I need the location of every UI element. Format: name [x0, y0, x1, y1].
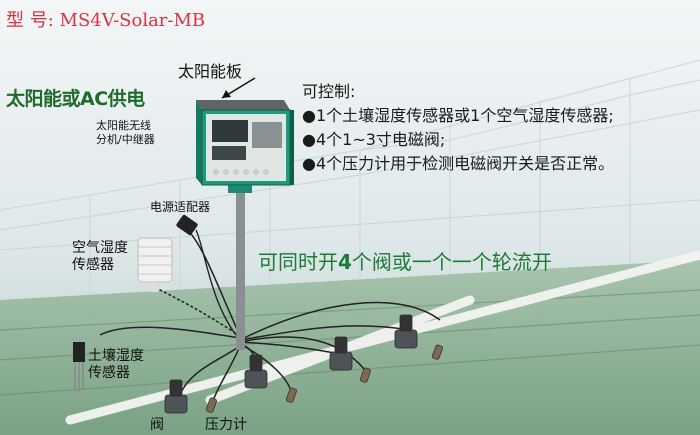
wireless-node-label-line2: 分机/中继器 — [96, 133, 155, 146]
mode-prefix: 可同时开 — [258, 250, 338, 274]
control-item: ●4个压力计用于检测电磁阀开关是否正常。 — [302, 152, 614, 176]
soil-sensor-label-line1: 土壤湿度 — [88, 348, 144, 364]
mode-suffix: 个阀或一个一个轮流开 — [351, 250, 552, 274]
valve-mode-text: 可同时开4个阀或一个一个轮流开 — [258, 246, 552, 275]
valve-label: 阀 — [150, 417, 164, 433]
bullet-icon: ● — [302, 106, 316, 125]
soil-sensor-label: 土壤湿度 传感器 — [88, 348, 144, 382]
power-source-title: 太阳能或AC供电 — [6, 88, 145, 110]
control-item-text: 1个土壤湿度传感器或1个空气湿度传感器; — [315, 106, 614, 125]
model-title: 型 号: MS4V-Solar-MB — [6, 10, 206, 31]
control-item: ●1个土壤湿度传感器或1个空气湿度传感器; — [302, 104, 614, 128]
power-adapter-label: 电源适配器 — [150, 200, 211, 214]
soil-sensor-label-line2: 传感器 — [88, 365, 130, 381]
bullet-icon: ● — [302, 130, 316, 149]
control-item-text: 4个压力计用于检测电磁阀开关是否正常。 — [315, 154, 615, 173]
air-sensor-label-line2: 传感器 — [72, 257, 114, 273]
mode-number: 4 — [338, 250, 352, 274]
air-sensor-label-line1: 空气湿度 — [72, 240, 128, 256]
control-item-text: 4个1~3寸电磁阀; — [315, 130, 446, 149]
wireless-node-label-line1: 太阳能无线 — [96, 119, 151, 132]
control-capability-list: 可控制: ●1个土壤湿度传感器或1个空气湿度传感器; ●4个1~3寸电磁阀; ●… — [302, 80, 614, 176]
pressure-gauge-label: 压力计 — [205, 417, 247, 433]
wireless-node-label: 太阳能无线 分机/中继器 — [96, 119, 155, 147]
bullet-icon: ● — [302, 154, 316, 173]
solar-panel-label: 太阳能板 — [178, 62, 243, 81]
control-item: ●4个1~3寸电磁阀; — [302, 128, 614, 152]
air-sensor-label: 空气湿度 传感器 — [72, 240, 128, 274]
control-title: 可控制: — [302, 82, 356, 101]
